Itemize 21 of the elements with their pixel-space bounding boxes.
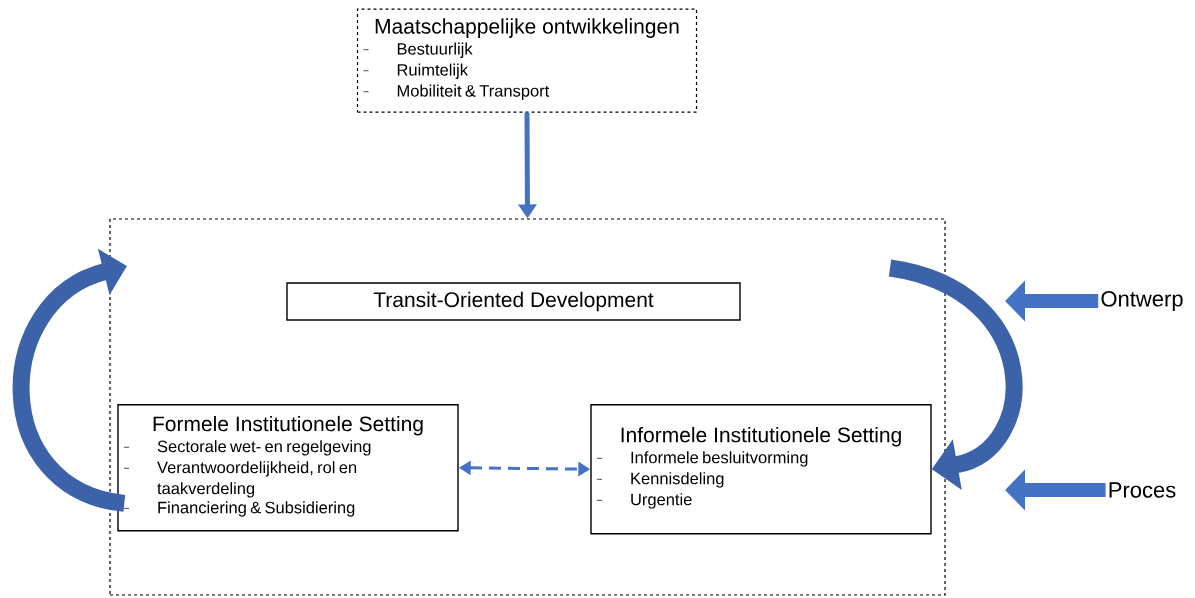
list-item: Mobiliteit & Transport	[363, 84, 550, 100]
list-item: Bestuurlijk	[363, 42, 473, 58]
heading: Maatschappelijke ontwikkelingen	[375, 18, 679, 38]
curved-arrow	[888, 259, 1023, 491]
list-item: Informele besluitvorming	[596, 451, 808, 467]
dashed-box	[356, 8, 698, 113]
list-item: Ruimtelijk	[363, 63, 469, 79]
curved-arrow	[12, 248, 127, 512]
list-item: Kennisdeling	[596, 472, 724, 488]
list-item: Sectorale wet- en regelgeving	[123, 440, 371, 456]
list-item: Urgentie	[596, 493, 692, 509]
heading: Informele Institutionele Setting	[621, 426, 901, 447]
side-label: Ontwerp	[1101, 291, 1183, 311]
list-item: Verantwoordelijkheid, rol en taakverdeling	[123, 461, 357, 498]
side-label: Proces	[1109, 482, 1176, 498]
list-item: Financiering & Subsidiering	[123, 501, 355, 517]
text-box	[117, 404, 459, 532]
text-box	[590, 404, 932, 535]
heading: Formele Institutionele Setting	[153, 415, 423, 436]
heading: Transit-Oriented Development	[373, 291, 654, 312]
text-box	[286, 282, 741, 321]
